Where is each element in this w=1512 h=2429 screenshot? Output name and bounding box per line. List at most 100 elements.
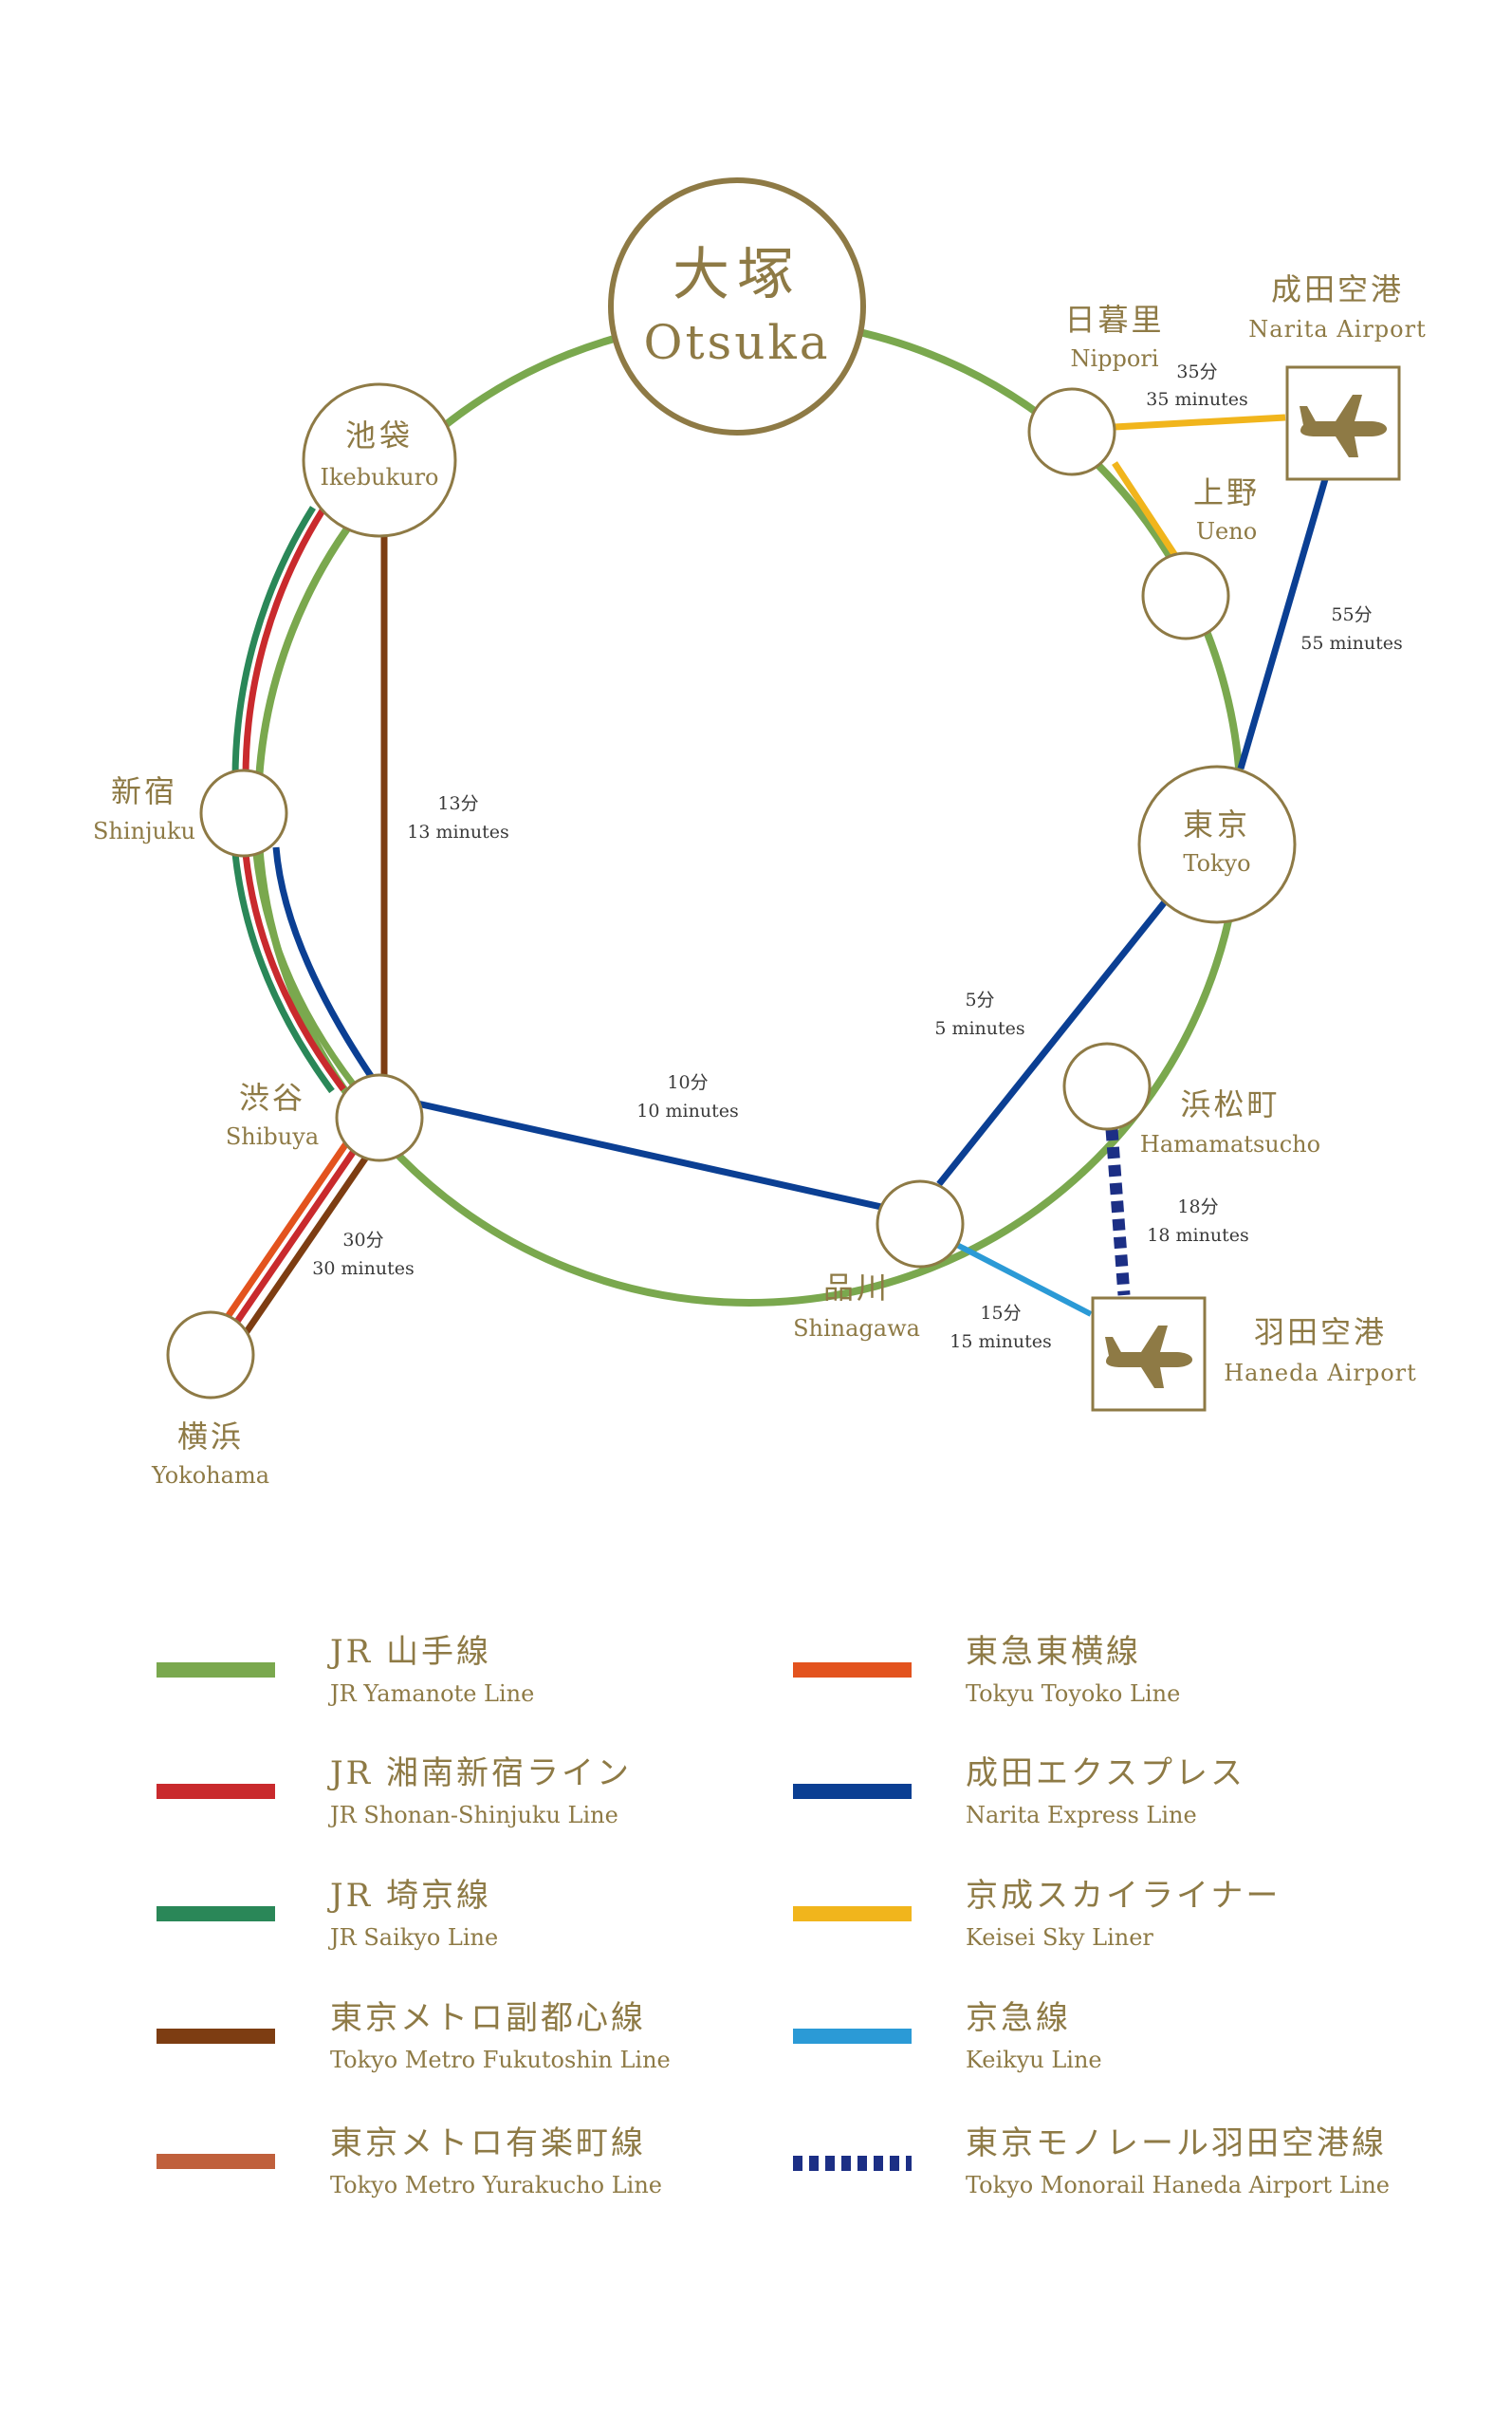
legend-label-jp: 東京メトロ副都心線 [330, 1999, 646, 2037]
shonan-line-north [242, 509, 325, 779]
shinjuku-jp: 新宿 [111, 773, 177, 809]
skyliner-ueno-nippori [1112, 461, 1181, 562]
legend-item-saikyo: JR 埼京線 JR Saikyo Line [157, 1877, 498, 1951]
legend-label-en: Keikyu Line [966, 2047, 1102, 2073]
time-hamamatsucho-haneda-jp: 18分 [1177, 1196, 1218, 1217]
legend-label-en: Keisei Sky Liner [966, 1924, 1153, 1951]
shinagawa-jp: 品川 [823, 1270, 890, 1306]
legend-label-jp: 東急東横線 [966, 1633, 1141, 1671]
legend-item-toyoko: 東急東横線 Tokyu Toyoko Line [793, 1633, 1180, 1707]
hamamatsucho-jp: 浜松町 [1180, 1086, 1280, 1122]
legend-label-en: JR Yamanote Line [327, 1680, 534, 1707]
station-tokyo-circle[interactable] [1137, 765, 1297, 924]
saikyo-line-south [231, 853, 335, 1094]
legend-swatch [157, 2154, 275, 2169]
nex-shinjuku-shibuya [272, 846, 378, 1084]
shonan-line-yokohama [230, 1137, 365, 1330]
legend-label-jp: JR 山手線 [327, 1633, 491, 1671]
legend-swatch [157, 1662, 275, 1678]
shibuya-en: Shibuya [226, 1123, 319, 1150]
airplane-icon [1105, 1326, 1192, 1388]
legend-label-jp: 東京メトロ有楽町線 [330, 2124, 646, 2162]
time-shinagawa-haneda-en: 15 minutes [950, 1331, 1051, 1352]
airport-haneda[interactable] [1091, 1296, 1207, 1412]
station-hamamatsucho-circle[interactable] [1062, 1042, 1152, 1131]
time-tokyo-narita-jp: 55分 [1331, 604, 1372, 625]
legend-label-en: JR Shonan-Shinjuku Line [327, 1802, 618, 1828]
time-shinagawa-haneda-jp: 15分 [980, 1303, 1021, 1324]
legend-label-en: Tokyo Metro Fukutoshin Line [330, 2047, 671, 2073]
time-labels: 35分 35 minutes 55分 55 minutes 13分 13 min… [312, 362, 1402, 1352]
airport-narita[interactable] [1285, 365, 1401, 481]
legend-item-yamanote: JR 山手線 JR Yamanote Line [157, 1633, 534, 1707]
haneda-en: Haneda Airport [1224, 1360, 1417, 1386]
station-nippori-circle[interactable] [1027, 387, 1116, 476]
time-shibuya-shinagawa-en: 10 minutes [636, 1101, 738, 1122]
ueno-en: Ueno [1196, 518, 1257, 545]
nippori-jp: 日暮里 [1064, 302, 1164, 338]
time-tokyo-shinagawa-en: 5 minutes [934, 1018, 1024, 1039]
yokohama-jp: 横浜 [177, 1418, 244, 1455]
station-labels: 大塚 Otsuka 池袋 Ikebukuro 日暮里 Nippori 上野 Ue… [93, 242, 1426, 1489]
legend-swatch [157, 1906, 275, 1921]
otsuka-en: Otsuka [643, 315, 830, 370]
fukutoshin-yokohama [243, 1141, 378, 1335]
ikebukuro-en: Ikebukuro [321, 464, 439, 491]
legend-item-monorail: 東京モノレール羽田空港線 Tokyo Monorail Haneda Airpo… [793, 2124, 1390, 2198]
station-shinagawa-circle[interactable] [876, 1179, 965, 1269]
ikebukuro-jp: 池袋 [345, 417, 414, 454]
yamanote-shinjuku-shibuya-inner [252, 853, 358, 1089]
yokohama-en: Yokohama [151, 1462, 269, 1489]
time-shibuya-shinagawa-jp: 10分 [667, 1072, 708, 1093]
tokyo-jp: 東京 [1183, 807, 1251, 843]
hamamatsucho-en: Hamamatsucho [1140, 1131, 1320, 1158]
keikyu-line [951, 1240, 1093, 1317]
airplane-icon [1300, 395, 1387, 457]
legend-label-en: Tokyo Metro Yurakucho Line [330, 2172, 662, 2198]
legend-item-keikyu: 京急線 Keikyu Line [793, 1999, 1102, 2073]
station-shibuya-circle[interactable] [335, 1073, 424, 1162]
legend-swatch [793, 1662, 912, 1678]
station-shinjuku-circle[interactable] [199, 769, 288, 858]
legend-label-jp: 京成スカイライナー [966, 1877, 1281, 1915]
legend-label-jp: 東京モノレール羽田空港線 [966, 2124, 1387, 2162]
ueno-jp: 上野 [1193, 474, 1260, 510]
station-ikebukuro-circle[interactable] [302, 382, 457, 538]
shibuya-jp: 渋谷 [239, 1080, 305, 1116]
time-ikebukuro-shibuya-en: 13 minutes [407, 822, 508, 843]
nippori-en: Nippori [1071, 345, 1159, 372]
legend-label-en: Narita Express Line [966, 1802, 1197, 1828]
legend-label-jp: 成田エクスプレス [966, 1754, 1245, 1792]
time-hamamatsucho-haneda-en: 18 minutes [1147, 1225, 1248, 1246]
shonan-line-south [242, 853, 346, 1092]
station-yokohama-circle[interactable] [166, 1310, 255, 1400]
legend-item-nex: 成田エクスプレス Narita Express Line [793, 1754, 1245, 1828]
monorail-line [1105, 1128, 1131, 1296]
time-ikebukuro-shibuya-jp: 13分 [437, 793, 478, 814]
lines-layer [220, 316, 1329, 1335]
time-nippori-narita-en: 35 minutes [1146, 389, 1247, 410]
nex-tokyo-narita [1237, 478, 1329, 769]
nex-tokyo-shinagawa [936, 897, 1170, 1187]
otsuka-jp: 大塚 [673, 242, 802, 308]
haneda-jp: 羽田空港 [1254, 1314, 1387, 1350]
legend-label-en: Tokyo Monorail Haneda Airport Line [966, 2172, 1390, 2198]
nex-shibuya-shinagawa [416, 1100, 916, 1218]
tokyo-en: Tokyo [1183, 850, 1250, 877]
station-otsuka-circle[interactable] [608, 177, 866, 436]
station-ueno-circle[interactable] [1141, 551, 1230, 640]
stations-layer [166, 177, 1297, 1400]
legend-label-jp: 京急線 [966, 1999, 1071, 2037]
legend-item-yurakucho: 東京メトロ有楽町線 Tokyo Metro Yurakucho Line [157, 2124, 662, 2198]
time-nippori-narita-jp: 35分 [1176, 362, 1217, 382]
toyoko-line [220, 1132, 356, 1326]
shinagawa-en: Shinagawa [793, 1315, 920, 1342]
time-shibuya-yokohama-jp: 30分 [342, 1230, 383, 1251]
legend-swatch [157, 2029, 275, 2044]
time-tokyo-narita-en: 55 minutes [1300, 633, 1402, 654]
legend-item-skyliner: 京成スカイライナー Keisei Sky Liner [793, 1877, 1281, 1951]
narita-en: Narita Airport [1248, 316, 1426, 343]
legend-label-jp: JR 湘南新宿ライン [327, 1754, 632, 1792]
legend-swatch [793, 2029, 912, 2044]
